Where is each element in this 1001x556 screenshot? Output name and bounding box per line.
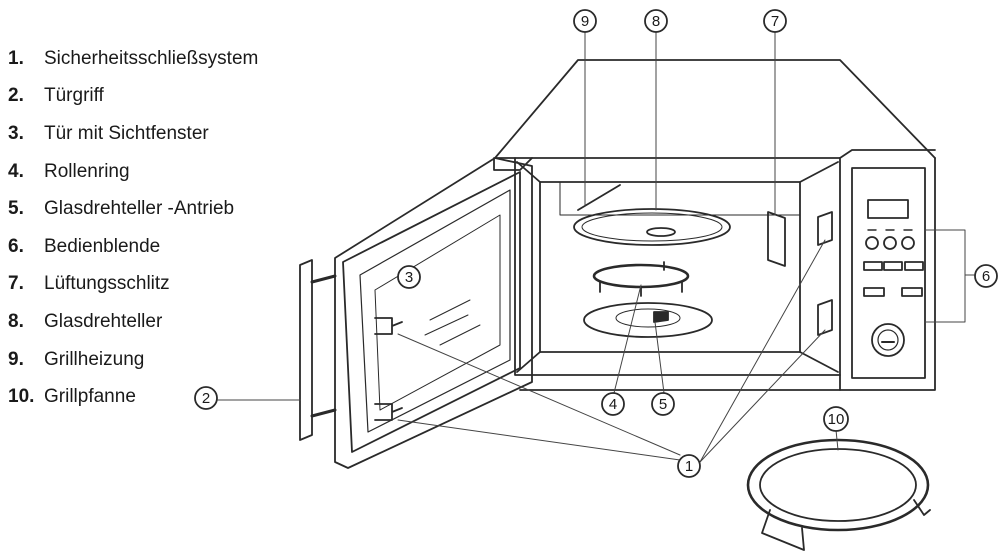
legend-number: 3. (8, 122, 24, 144)
legend-label: Grillpfanne (44, 386, 136, 408)
parts-legend: 1. Sicherheitsschließsystem 2. Türgriff 3.… (8, 40, 338, 416)
legend-label: Sicherheitsschließsystem (44, 47, 259, 69)
legend-number: 2. (8, 85, 24, 107)
callout-4: 4 (601, 392, 625, 416)
legend-label: Bedienblende (44, 235, 161, 257)
legend-item-3: 3. Tür mit Sichtfenster (8, 115, 338, 153)
legend-item-2: 2. Türgriff (8, 78, 338, 116)
legend-number: 9. (8, 348, 24, 370)
svg-text:1: 1 (685, 458, 693, 475)
legend-number: 6. (8, 235, 24, 257)
legend-label: Lüftungsschlitz (44, 273, 170, 295)
legend-number: 4. (8, 160, 24, 182)
svg-text:8: 8 (652, 13, 660, 30)
callout-7: 7 (763, 9, 787, 33)
callout-6: 6 (974, 264, 998, 288)
microwave-body (493, 59, 936, 391)
grill-pan (746, 438, 931, 551)
vent-slot (767, 211, 786, 267)
legend-number: 7. (8, 273, 24, 295)
svg-text:6: 6 (982, 268, 990, 285)
door-handle (299, 259, 337, 441)
legend-item-1: 1. Sicherheitsschließsystem (8, 40, 338, 78)
door (334, 157, 533, 469)
grill-heater (577, 184, 621, 211)
callout-9: 9 (573, 9, 597, 33)
legend-label: Rollenring (44, 160, 130, 182)
callout-2: 2 (194, 386, 218, 410)
legend-item-5: 5. Glasdrehteller -Antrieb (8, 190, 338, 228)
legend-number: 10. (8, 386, 35, 408)
roller-ring (592, 261, 690, 297)
legend-number: 1. (8, 47, 24, 69)
legend-item-7: 7. Lüftungsschlitz (8, 266, 338, 304)
callout-8: 8 (644, 9, 668, 33)
legend-label: Glasdrehteller (44, 310, 163, 332)
control-panel (851, 167, 926, 379)
legend-item-10: 10. Grillpfanne (8, 378, 338, 416)
legend-number: 8. (8, 310, 24, 332)
turntable-drive (583, 302, 713, 338)
svg-text:7: 7 (771, 13, 779, 30)
legend-label: Grillheizung (44, 348, 145, 370)
glass-turntable (573, 208, 731, 246)
legend-label: Glasdrehteller -Antrieb (44, 198, 235, 220)
leader-lines (217, 31, 977, 463)
legend-item-9: 9. Grillheizung (8, 341, 338, 379)
svg-text:9: 9 (581, 13, 589, 30)
svg-text:5: 5 (659, 396, 667, 413)
svg-text:3: 3 (405, 269, 413, 286)
door-latch-hooks (374, 317, 403, 421)
legend-item-6: 6. Bedienblende (8, 228, 338, 266)
svg-text:10: 10 (828, 411, 845, 428)
legend-item-8: 8. Glasdrehteller (8, 303, 338, 341)
legend-label: Türgriff (44, 85, 104, 107)
callout-1: 1 (677, 454, 701, 478)
legend-item-4: 4. Rollenring (8, 153, 338, 191)
safety-interlock-latches (817, 211, 833, 336)
callout-3: 3 (397, 265, 421, 289)
legend-number: 5. (8, 198, 24, 220)
svg-text:2: 2 (202, 390, 210, 407)
oven-cavity (516, 161, 839, 373)
callout-5: 5 (651, 392, 675, 416)
legend-label: Tür mit Sichtfenster (44, 122, 209, 144)
callout-10: 10 (823, 406, 849, 432)
svg-text:4: 4 (609, 396, 617, 413)
